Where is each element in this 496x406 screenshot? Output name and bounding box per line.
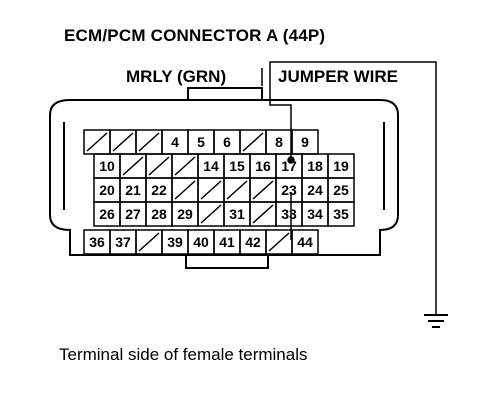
jumper-probe bbox=[287, 156, 295, 164]
terminal-number: 33 bbox=[281, 206, 297, 222]
terminal-number: 20 bbox=[99, 182, 115, 198]
terminal-number: 16 bbox=[255, 158, 271, 174]
terminal-number: 19 bbox=[333, 158, 349, 174]
diagram-caption: Terminal side of female terminals bbox=[59, 345, 308, 364]
terminal-number: 41 bbox=[219, 234, 235, 250]
terminal-number: 10 bbox=[99, 158, 115, 174]
terminal-number: 18 bbox=[307, 158, 323, 174]
unused-terminal-mark bbox=[174, 156, 196, 176]
terminal-number: 35 bbox=[333, 206, 349, 222]
terminal-grid bbox=[83, 129, 355, 255]
unused-terminal-mark bbox=[148, 156, 170, 176]
terminal-number: 24 bbox=[307, 182, 323, 198]
unused-terminal-mark bbox=[174, 180, 196, 200]
unused-terminal-mark bbox=[226, 180, 248, 200]
unused-terminal-mark bbox=[242, 132, 264, 152]
unused-terminal-mark bbox=[252, 204, 274, 224]
terminal-number: 44 bbox=[297, 234, 313, 250]
terminal-number: 34 bbox=[307, 206, 323, 222]
terminal-number: 15 bbox=[229, 158, 245, 174]
terminal-number: 21 bbox=[125, 182, 141, 198]
terminal-number: 28 bbox=[151, 206, 167, 222]
terminal-number: 8 bbox=[275, 134, 283, 150]
terminal-number: 27 bbox=[125, 206, 141, 222]
terminal-number: 9 bbox=[301, 134, 309, 150]
terminal-number: 31 bbox=[229, 206, 245, 222]
terminal-number: 29 bbox=[177, 206, 193, 222]
jumper-wire bbox=[269, 61, 437, 315]
terminal-number: 39 bbox=[167, 234, 183, 250]
terminal-number: 6 bbox=[223, 134, 231, 150]
terminal-number: 23 bbox=[281, 182, 297, 198]
ground-icon bbox=[424, 314, 448, 328]
lock-tab bbox=[187, 87, 263, 100]
unused-terminal-mark bbox=[138, 232, 160, 252]
mrly-label: MRLY (GRN) bbox=[126, 67, 227, 86]
connector-housing bbox=[49, 99, 399, 256]
terminal-number: 26 bbox=[99, 206, 115, 222]
diagram-title: ECM/PCM CONNECTOR A (44P) bbox=[64, 26, 326, 45]
terminal-number: 40 bbox=[193, 234, 209, 250]
terminal-cell bbox=[327, 201, 355, 227]
terminal-number: 5 bbox=[197, 134, 205, 150]
terminal-cell bbox=[291, 229, 319, 255]
bottom-tab bbox=[185, 255, 269, 269]
unused-terminal-mark bbox=[138, 132, 160, 152]
unused-terminal-mark bbox=[268, 232, 290, 252]
terminal-number: 42 bbox=[245, 234, 261, 250]
unused-terminal-mark bbox=[200, 204, 222, 224]
terminal-number: 4 bbox=[171, 134, 179, 150]
terminal-number: 14 bbox=[203, 158, 219, 174]
unused-terminal-mark bbox=[122, 156, 144, 176]
terminal-number: 37 bbox=[115, 234, 131, 250]
terminal-number: 36 bbox=[89, 234, 105, 250]
unused-terminal-mark bbox=[112, 132, 134, 152]
terminal-number: 25 bbox=[333, 182, 349, 198]
jumper-wire-label: JUMPER WIRE bbox=[278, 67, 398, 86]
unused-terminal-mark bbox=[86, 132, 108, 152]
unused-terminal-mark bbox=[200, 180, 222, 200]
housing-inner-edge bbox=[63, 122, 385, 210]
terminal-number: 22 bbox=[151, 182, 167, 198]
unused-terminal-mark bbox=[252, 180, 274, 200]
